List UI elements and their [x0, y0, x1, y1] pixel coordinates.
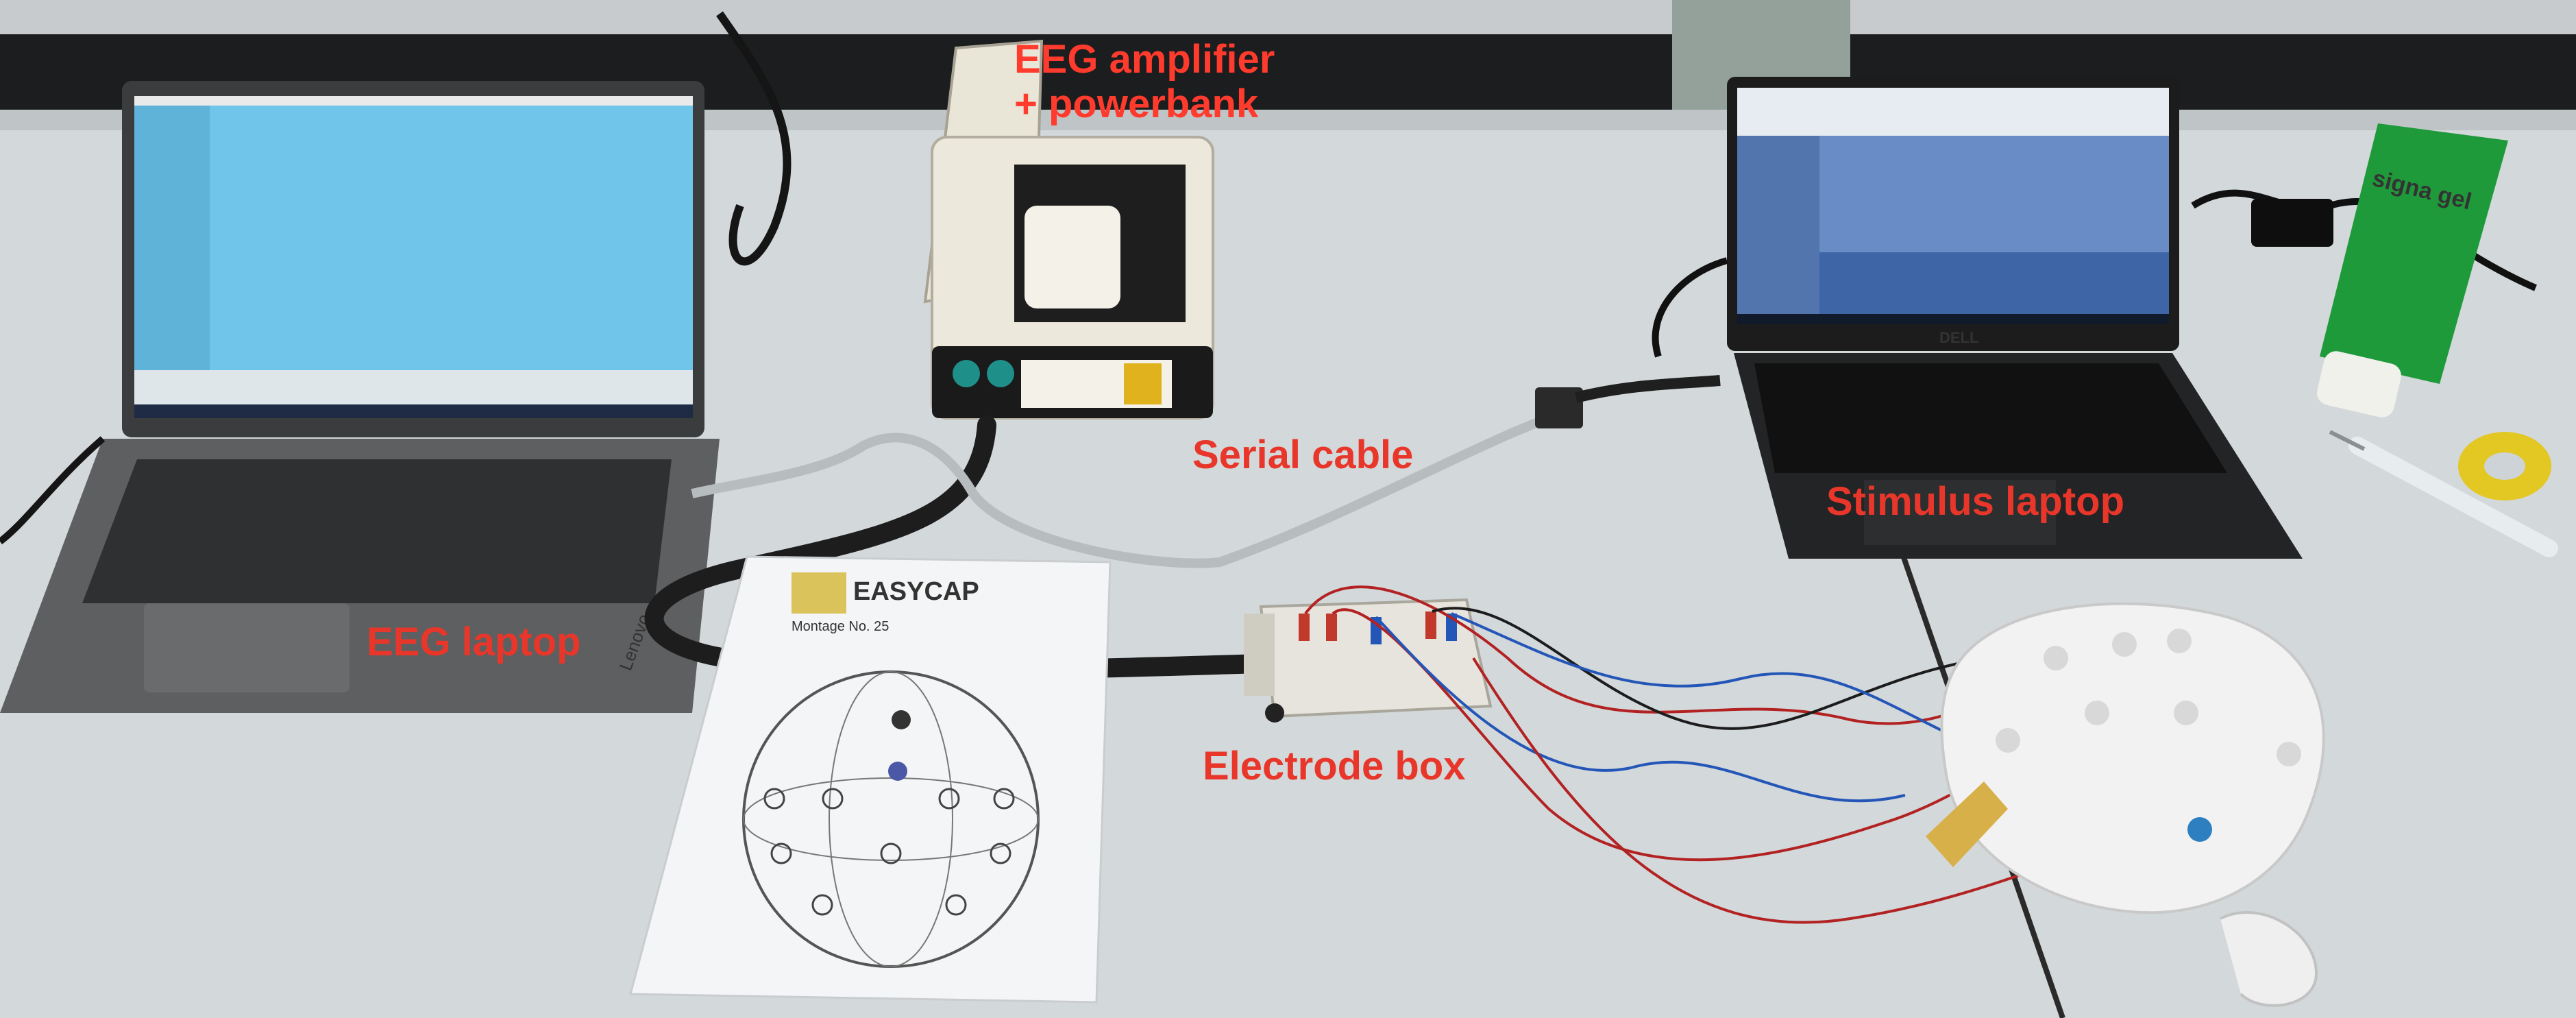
back-shelf — [0, 0, 2576, 40]
matlab-file-panel — [1737, 136, 1819, 314]
usb-adapter-cable — [1575, 375, 1721, 403]
easycap-logo-text: EASYCAP — [853, 577, 979, 606]
eeg-laptop-taskbar — [134, 404, 693, 418]
montage-electrode-black — [892, 710, 911, 729]
cap-electrode-holder — [1996, 728, 2020, 753]
label-serial-cable: Serial cable — [1192, 433, 1414, 477]
stimulus-power-cable — [1652, 257, 1728, 358]
montage-horizontal-arc — [743, 777, 1039, 861]
montage-electrode — [811, 894, 833, 916]
electrode-wire-blue — [1375, 616, 1906, 803]
label-stimulus-laptop: Stimulus laptop — [1826, 479, 2124, 524]
cap-chin-strap — [2220, 911, 2318, 1007]
montage-electrode — [763, 788, 785, 810]
montage-electrode — [822, 788, 844, 810]
amplifier-yellow-port — [1124, 363, 1162, 404]
cap-fabric — [1940, 602, 2325, 914]
matlab-toolstrip — [1737, 88, 2169, 136]
signa-gel-tube: signa gel — [2316, 123, 2508, 417]
eeg-laptop-keyboard — [82, 459, 672, 603]
charger-brick — [2251, 199, 2333, 247]
gel-tube-cap — [2316, 351, 2401, 417]
stimulus-laptop-touchpad — [1864, 480, 2056, 545]
montage-paper — [629, 555, 1112, 1004]
syringe-needle — [2329, 430, 2366, 451]
eeg-laptop: Lenovo — [0, 81, 720, 713]
stimulus-laptop-taskbar — [1737, 314, 2169, 324]
serial-connector — [1535, 387, 1583, 428]
cap-electrode-holder — [2044, 646, 2068, 670]
electrode-pin-red — [1326, 614, 1337, 641]
electrode-pin-blue — [1371, 617, 1382, 644]
cap-electrode-holder — [2112, 632, 2137, 657]
tape-roll-center — [2484, 452, 2525, 480]
serial-cable — [691, 413, 1551, 568]
label-eeg-amplifier-line1: EEG amplifier — [1014, 37, 1275, 82]
eeg-app-menubar — [134, 96, 693, 106]
electrode-wire-black — [1432, 607, 1988, 730]
cap-electrode-holder — [2085, 701, 2109, 725]
electrode-box — [1244, 598, 1493, 723]
label-eeg-amplifier-line2: + powerbank — [1014, 81, 1259, 126]
montage-electrode — [993, 788, 1015, 810]
electrode-wire-blue — [1451, 612, 2043, 769]
amplifier-port-2 — [987, 360, 1014, 387]
montage-electrode — [990, 843, 1011, 864]
montage-electrode — [945, 894, 967, 916]
cap-blue-clip — [2187, 817, 2212, 842]
eeg-app-bottom-panel — [134, 370, 693, 404]
montage-electrode — [938, 788, 960, 810]
dell-logo: DELL — [1939, 329, 1978, 346]
matlab-editor — [1819, 136, 2169, 252]
stimulus-laptop-keyboard — [1754, 363, 2227, 473]
eeg-app-side-panel — [134, 106, 210, 380]
stimulus-laptop: DELL — [1727, 77, 2303, 559]
electrode-pin-red — [1425, 611, 1436, 639]
eeg-cap — [1926, 602, 2325, 1007]
power-cable-left — [716, 11, 792, 266]
cap-electrode-holder — [2167, 629, 2192, 653]
label-eeg-amplifier: EEG amplifier + powerbank — [1014, 37, 1275, 127]
eeg-laptop-touchpad — [144, 603, 349, 692]
cap-tag — [1926, 781, 2008, 867]
syringe — [2348, 437, 2558, 557]
electrode-box-knob — [1265, 703, 1284, 723]
montage-vertical-arc — [829, 671, 953, 967]
eeg-amplifier — [923, 39, 1214, 420]
montage-electrode — [880, 843, 902, 864]
montage-sheet: EASYCAP Montage No. 25 — [629, 555, 1112, 1004]
powerbank — [1025, 206, 1120, 308]
label-eeg-laptop: EEG laptop — [367, 620, 581, 664]
montage-title: Montage No. 25 — [792, 619, 889, 634]
gel-tube-body — [2320, 123, 2508, 384]
eeg-laptop-screen — [134, 96, 693, 418]
amplifier-port-1 — [953, 360, 980, 387]
cable-far-left — [0, 436, 106, 544]
montage-electrode-blue — [888, 762, 907, 781]
easycap-logo-mark — [792, 572, 846, 614]
electrode-pin-red — [1299, 614, 1310, 641]
label-electrode-box: Electrode box — [1203, 744, 1466, 788]
montage-electrode — [770, 843, 792, 864]
cap-electrode-holder — [2277, 742, 2301, 766]
cap-electrode-holder — [2174, 701, 2198, 725]
electrode-box-connector — [1244, 614, 1275, 696]
